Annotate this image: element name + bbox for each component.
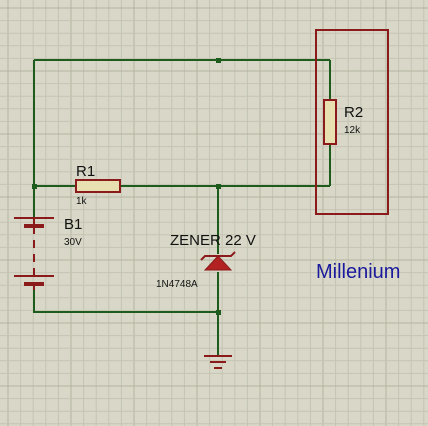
wire-left-lower — [33, 284, 218, 313]
r1-value: 1k — [76, 196, 88, 207]
r2-value: 12k — [344, 125, 361, 136]
zener-diode-symbol-icon — [200, 251, 236, 271]
resistor-r2[interactable] — [323, 99, 337, 145]
resistor-symbol-icon — [323, 99, 337, 145]
battery-b1[interactable] — [14, 217, 54, 290]
junctions — [32, 58, 221, 315]
b1-value: 30V — [64, 237, 82, 248]
zener-label: ZENER 22 V — [170, 232, 256, 249]
ground-symbol-icon — [204, 355, 232, 369]
r1-designator: R1 — [76, 163, 95, 180]
r2-selection-box[interactable] — [315, 29, 389, 215]
b1-designator: B1 — [64, 216, 82, 233]
brand-label: Millenium — [316, 261, 400, 283]
zener-diode[interactable] — [200, 251, 236, 271]
zener-part-number: 1N4748A — [156, 279, 198, 290]
junction-mid — [216, 184, 221, 189]
junction-bottom — [216, 310, 221, 315]
junction-top — [216, 58, 221, 63]
r2-designator: R2 — [344, 104, 363, 121]
junction-left — [32, 184, 37, 189]
ground[interactable] — [204, 355, 232, 369]
resistor-symbol-icon — [75, 179, 121, 193]
resistor-r1[interactable] — [75, 179, 121, 193]
battery-symbol-icon — [14, 217, 54, 290]
wires — [33, 59, 331, 355]
